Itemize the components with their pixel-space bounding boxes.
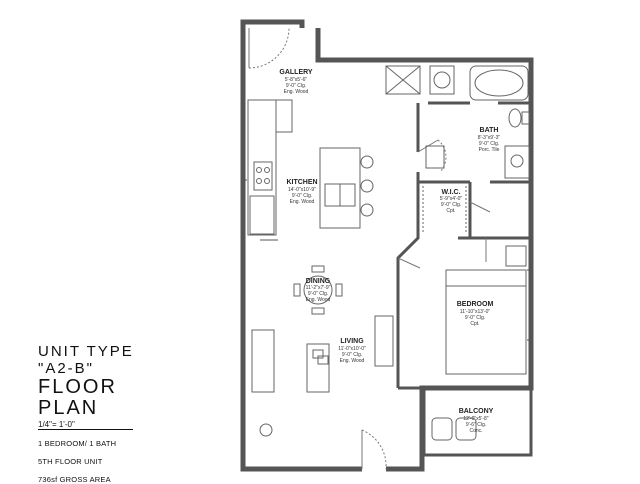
kitchen-name: KITCHEN [286, 179, 317, 186]
bedroom-dims: 11'-10"x13'-0" [460, 309, 491, 315]
bed-bath-info: 1 BEDROOM/ 1 BATH [38, 439, 117, 448]
bath-dims: 8'-3"x9'-3" [478, 135, 501, 141]
balcony-outline [422, 388, 533, 457]
living-floor: Eng. Wood [340, 358, 365, 364]
bedroom-floor: Cpt. [470, 321, 479, 327]
fixtures [247, 65, 530, 441]
bedroom-name: BEDROOM [457, 301, 494, 308]
kitchen-ceiling: 9'-0" Clg. [292, 193, 312, 199]
kitchen-dims: 14'-0"x10'-9" [288, 187, 316, 193]
windows [243, 179, 531, 341]
balcony-ceiling: 9'-6" Clg. [466, 422, 486, 428]
bath-ceiling: 9'-0" Clg. [479, 141, 499, 147]
bath-name: BATH [480, 127, 499, 134]
floor-plan-title-line1: FLOOR [38, 376, 117, 398]
interior-walls [396, 101, 531, 390]
floor-info: 5TH FLOOR UNIT [38, 457, 103, 466]
dining-ceiling: 9'-0" Clg. [308, 291, 328, 297]
scale-label: 1/4"= 1'-0" [38, 420, 133, 430]
balcony-name: BALCONY [459, 408, 494, 415]
dining-floor: Eng. Wood [306, 297, 331, 303]
wic-floor: Cpt. [446, 208, 455, 214]
unit-type-value: "A2-B" [38, 360, 94, 377]
gallery-ceiling: 9'-0" Clg. [286, 83, 306, 89]
room-labels: GALLERY 5'-8"x5'-6" 9'-0" Clg. Eng. Wood… [279, 69, 500, 434]
gallery-dims: 5'-8"x5'-6" [285, 77, 308, 83]
balcony-floor: Conc. [469, 428, 482, 434]
gallery-name: GALLERY [279, 69, 313, 76]
balcony-dims: 12'-0"x5'-8" [463, 416, 488, 422]
living-name: LIVING [340, 338, 364, 345]
bedroom-ceiling: 9'-0" Clg. [465, 315, 485, 321]
wic-name: W.I.C. [441, 189, 460, 196]
unit-type-label: UNIT TYPE [38, 343, 134, 360]
living-dims: 11'-0"x10'-0" [338, 346, 366, 352]
kitchen-floor: Eng. Wood [290, 199, 315, 205]
bath-floor: Porc. Tile [479, 147, 500, 153]
wic-ceiling: 9'-0" Clg. [441, 202, 461, 208]
gallery-floor: Eng. Wood [284, 89, 309, 95]
wic-dims: 5'-9"x4'-0" [440, 196, 463, 202]
dining-dims: 11'-2"x7'-9" [306, 285, 331, 291]
living-ceiling: 9'-0" Clg. [342, 352, 362, 358]
dining-name: DINING [306, 278, 331, 285]
floor-plan-title-line2: PLAN [38, 397, 99, 419]
title-block: UNIT TYPE "A2-B" FLOOR PLAN 1/4"= 1'-0" … [38, 343, 188, 484]
